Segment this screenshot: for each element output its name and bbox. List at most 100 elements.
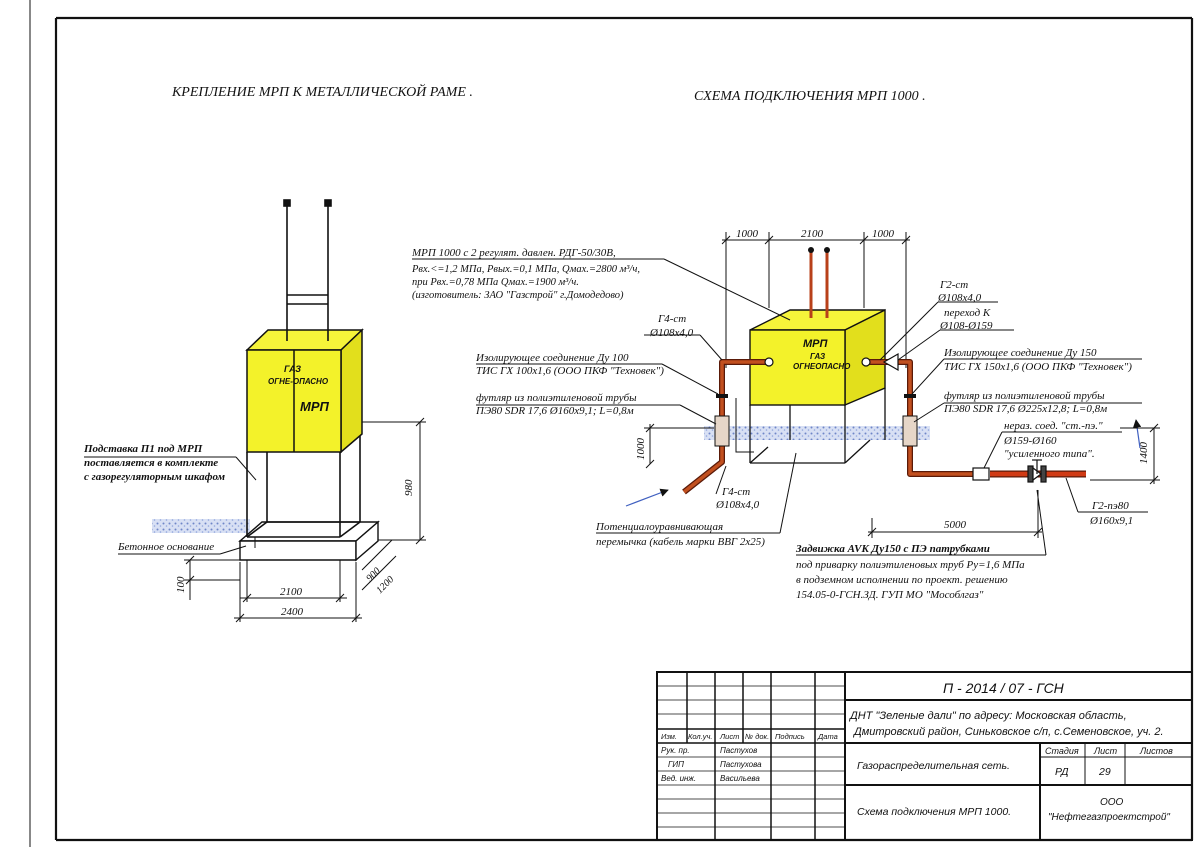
title-left: КРЕПЛЕНИЕ МРП К МЕТАЛЛИЧЕСКОЙ РАМЕ . — [171, 83, 473, 100]
valve-avk — [1027, 459, 1047, 483]
vent-mast-left — [283, 199, 332, 341]
cabinet-right-sign-danger: ОГНЕОПАСНО — [793, 362, 851, 371]
stamp-stage: РД — [1055, 766, 1069, 778]
joint-line3: "усиленного типа". — [1004, 448, 1095, 460]
left-view: ГАЗ ОГНЕ-ОПАСНО МРП Подставка П1 под МРП… — [83, 199, 426, 623]
dim-top-right-1000: 1000 — [872, 228, 895, 240]
stamp-name-1: Пастухов — [720, 746, 757, 755]
cabinet-left — [245, 328, 364, 454]
g4-bottom-size: Ø108х4,0 — [715, 499, 760, 511]
stand-note-line1: Подставка П1 под МРП — [83, 443, 203, 455]
stamp-org-line2: "Нефтегазпроектстрой" — [1048, 811, 1170, 823]
stamp-project-line1: ДНТ "Зеленые дали" по адресу: Московская… — [848, 710, 1127, 722]
cabinet-sign-mrp: МРП — [300, 399, 330, 414]
left-dimensions — [184, 417, 426, 623]
outlet-flange — [861, 357, 871, 367]
valve-line3: в подземном исполнении по проект. решени… — [796, 574, 1008, 586]
title-block: Изм. Кол.уч. Лист № док. Подпись Дата Ру… — [656, 671, 1193, 841]
inlet-flange — [764, 357, 774, 367]
potential-line1: Потенциалоуравнивающая — [595, 521, 723, 533]
iso150-line1: Изолирующее соединение Ду 150 — [943, 347, 1097, 359]
g4-bottom-label: Г4-ст — [721, 486, 750, 498]
stamp-network: Газораспределительная сеть. — [857, 760, 1010, 772]
g2-st-label: Г2-ст — [939, 279, 968, 291]
stamp-stage-header: Стадия — [1045, 746, 1079, 756]
iso150-line2: ТИС ГХ 150х1,6 (ООО ПКФ "Техновек") — [944, 361, 1132, 373]
stamp-code: П - 2014 / 07 - ГСН — [943, 680, 1065, 696]
mrp-note-line2: Рвх.<=1,2 МПа, Рвых.=0,1 МПа, Qмах.=2800… — [411, 264, 640, 275]
potential-jumper — [735, 398, 754, 453]
stamp-header-list: Лист — [719, 732, 739, 741]
stamp-lists-header: Листов — [1139, 746, 1173, 756]
stand-frame-right — [749, 388, 886, 464]
dim-depth-1400: 1400 — [1138, 442, 1150, 465]
stamp-role-1: Рук. пр. — [661, 746, 690, 755]
valve-line2: под приварку полиэтиленовых труб Ру=1,6 … — [796, 559, 1025, 571]
g4-top-size: Ø108х4,0 — [649, 327, 694, 339]
sleeve-left-line1: футляр из полиэтиленовой трубы — [476, 392, 637, 404]
sleeve-left — [714, 415, 730, 447]
dim-2400: 2400 — [281, 606, 304, 618]
cabinet-sign-danger: ОГНЕ-ОПАСНО — [268, 377, 329, 386]
mrp-note-line4: (изготовитель: ЗАО "Газстрой" г.Домодедо… — [412, 290, 624, 301]
sleeve-right-line2: ПЭ80 SDR 17,6 Ø225х12,8; L=0,8м — [943, 403, 1107, 415]
top-dimension-chain — [721, 232, 911, 368]
stamp-role-3: Вед. инж. — [661, 774, 696, 783]
dim-depth-1000: 1000 — [635, 438, 647, 461]
flow-arrow-in — [625, 488, 669, 507]
stamp-list-header: Лист — [1093, 746, 1118, 756]
right-dimensions — [644, 423, 1160, 538]
vent-pipes-right — [808, 247, 830, 318]
g2-pe-size: Ø160х9,1 — [1089, 515, 1133, 527]
sleeve-left-line2: ПЭ80 SDR 17,6 Ø160х9,1; L=0,8м — [475, 405, 634, 417]
stamp-name-2: Пастухова — [720, 760, 762, 769]
iso100-line1: Изолирующее соединение Ду 100 — [475, 352, 629, 364]
soil-right — [704, 426, 930, 440]
stand-note-line2: поставляется в комплекте — [84, 457, 218, 469]
dim-length-5000: 5000 — [944, 519, 967, 531]
iso100-line2: ТИС ГХ 100х1,6 (ООО ПКФ "Техновек") — [476, 365, 664, 377]
g2-st-size: Ø108х4,0 — [937, 292, 982, 304]
cabinet-right-sign-gas: ГАЗ — [810, 352, 825, 361]
stand-note-line3: с газорегуляторным шкафом — [84, 471, 226, 483]
stamp-role-2: ГИП — [668, 760, 684, 769]
stamp-project-line2: Дмитровский район, Синьковское с/п, с.Се… — [852, 726, 1164, 738]
stamp-header-sign: Подпись — [775, 732, 805, 741]
stamp-drawing: Схема подключения МРП 1000. — [857, 806, 1011, 818]
iso-joint-right — [904, 394, 916, 398]
iso-joint-left — [716, 394, 728, 398]
mrp-note-line3: при Рвх.=0,78 МПа Qмах.=1900 м³/ч. — [412, 277, 579, 288]
valve-line1: Задвижка AVK Ду150 с ПЭ патрубками — [795, 543, 990, 555]
stamp-header-izm: Изм. — [661, 732, 677, 741]
cabinet-sign-gas: ГАЗ — [284, 364, 301, 374]
valve-line4: 154.05-0-ГСН.ЗД. ГУП МО "Мособлгаз" — [796, 589, 984, 601]
cabinet-right — [749, 308, 886, 407]
dim-top-2100: 2100 — [801, 228, 824, 240]
stamp-header-koluch: Кол.уч. — [688, 732, 712, 741]
joint-line1: нераз. соед. "ст.-пэ." — [1004, 420, 1103, 432]
stamp-sheet: 29 — [1098, 766, 1111, 778]
right-view: 1000 2100 1000 МРП ГАЗ ОГНЕОПАСНО — [411, 228, 1160, 601]
g4-top-label: Г4-ст — [657, 313, 686, 325]
flow-arrow-out — [1132, 419, 1142, 449]
reducer-transition — [882, 352, 899, 372]
g2-pe-label: Г2-пэ80 — [1091, 500, 1129, 512]
cabinet-right-sign-mrp: МРП — [803, 338, 829, 350]
stamp-header-doc: № док. — [745, 732, 769, 741]
sleeve-right-line1: футляр из полиэтиленовой трубы — [944, 390, 1105, 402]
stamp-org-line1: ООО — [1100, 797, 1124, 808]
stamp-name-3: Васильева — [720, 774, 760, 783]
joint-line2: Ø159-Ø160 — [1003, 435, 1057, 447]
potential-line2: перемычка (кабель марки ВВГ 2х25) — [596, 536, 765, 548]
sleeve-right — [902, 415, 918, 447]
dim-top-left-1000: 1000 — [736, 228, 759, 240]
dim-2100: 2100 — [280, 586, 303, 598]
mrp-note-line1: МРП 1000 с 2 регулят. давлен. РДГ-50/30В… — [411, 247, 616, 259]
soil-left — [152, 519, 250, 533]
base-label: Бетонное основание — [117, 541, 214, 553]
dim-980: 980 — [403, 479, 415, 496]
title-right: СХЕМА ПОДКЛЮЧЕНИЯ МРП 1000 . — [694, 89, 926, 104]
leader-lines — [412, 258, 1148, 556]
steel-pe-joint — [972, 467, 990, 481]
